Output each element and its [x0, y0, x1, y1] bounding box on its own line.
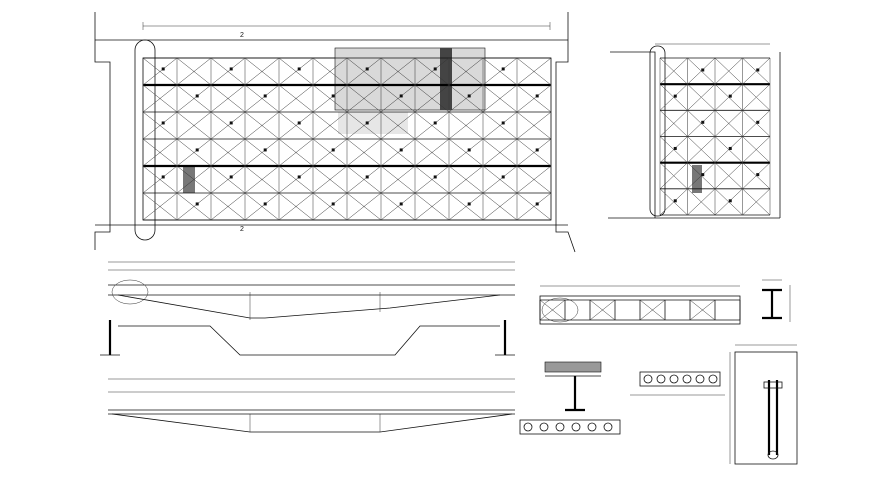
deck-cross-section — [539, 285, 741, 325]
slab-detail-left — [519, 361, 621, 435]
i-beam-detail — [762, 279, 791, 322]
pile-detail — [729, 344, 798, 465]
truss-elevation-upper — [100, 261, 515, 356]
section-mark-bottom: 2 — [240, 226, 244, 233]
slab-detail-right — [630, 371, 725, 396]
main-plan-view: 2 2 — [94, 12, 576, 253]
side-section-view — [608, 43, 781, 219]
truss-elevation-lower — [108, 378, 515, 433]
section-mark-top: 2 — [240, 32, 244, 39]
left-pier-oval — [134, 39, 156, 241]
dotted-deck-zone — [334, 47, 486, 111]
